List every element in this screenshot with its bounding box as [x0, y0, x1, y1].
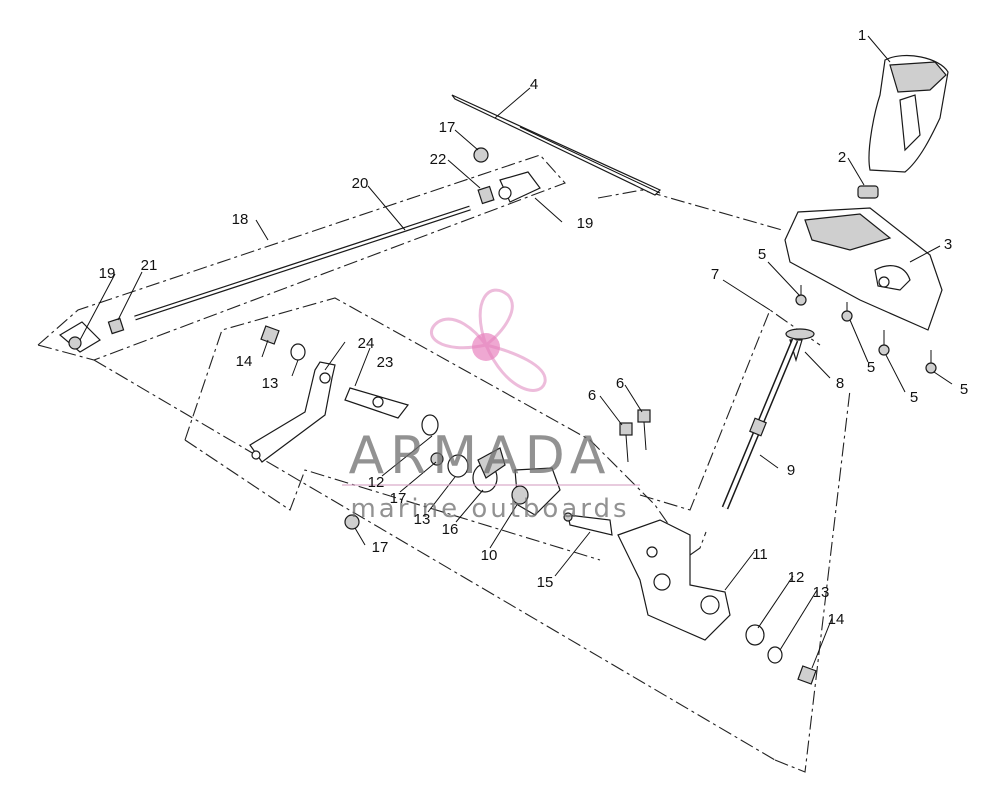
label-6b: 6: [616, 375, 624, 392]
shift-rod: [721, 328, 815, 510]
label-1: 1: [858, 27, 866, 44]
left-fasteners: [260, 325, 306, 361]
label-17b: 17: [390, 490, 407, 507]
label-7: 7: [711, 266, 719, 283]
label-13b: 13: [414, 511, 431, 528]
logo-hub: [472, 333, 500, 361]
label-2: 2: [838, 149, 846, 166]
right-fasteners: [745, 624, 817, 685]
label-19a: 19: [99, 265, 116, 282]
label-17c: 17: [372, 539, 389, 556]
label-4: 4: [530, 76, 538, 93]
label-6a: 6: [588, 387, 596, 404]
label-23: 23: [377, 354, 394, 371]
label-17a: 17: [439, 119, 456, 136]
label-22: 22: [430, 151, 447, 168]
label-11: 11: [752, 546, 768, 563]
label-leaders: [79, 35, 953, 669]
label-15: 15: [537, 574, 554, 591]
label-5c: 5: [910, 389, 918, 406]
shift-knob: [868, 54, 949, 173]
shift-lever: [249, 361, 439, 463]
label-3: 3: [944, 236, 952, 253]
label-13a: 13: [262, 375, 279, 392]
label-24: 24: [358, 335, 375, 352]
label-5a: 5: [758, 246, 766, 263]
knob-spacer: [857, 185, 879, 199]
watermark-brand: ARMADA: [349, 426, 612, 486]
armada-watermark: ARMADA marine outboards: [342, 288, 640, 524]
part-labels: 1 2 3 4 5 5 5 5 6 6 7 8 9 10 11 12 13 14…: [99, 27, 969, 628]
label-5b: 5: [867, 359, 875, 376]
label-18: 18: [232, 211, 249, 228]
label-8: 8: [836, 375, 844, 392]
label-20: 20: [352, 175, 369, 192]
label-10: 10: [481, 547, 498, 564]
label-13c: 13: [813, 584, 830, 601]
label-12b: 12: [788, 569, 805, 586]
label-9: 9: [787, 462, 795, 479]
label-14a: 14: [236, 353, 253, 370]
push-pull-rod: [58, 147, 541, 353]
label-21: 21: [141, 257, 158, 274]
bracket-bolts: [619, 409, 651, 463]
decal-strip: [451, 94, 662, 196]
mounting-bracket: [617, 519, 731, 641]
propeller-logo: [430, 288, 547, 392]
shift-housing: [784, 207, 943, 331]
label-5d: 5: [960, 381, 968, 398]
label-16: 16: [442, 521, 459, 538]
housing-screws: [795, 285, 937, 374]
label-14b: 14: [828, 611, 845, 628]
label-12a: 12: [368, 474, 385, 491]
assembly-guides: [37, 154, 851, 773]
label-19b: 19: [577, 215, 594, 232]
watermark-tagline: marine outboards: [350, 494, 629, 524]
